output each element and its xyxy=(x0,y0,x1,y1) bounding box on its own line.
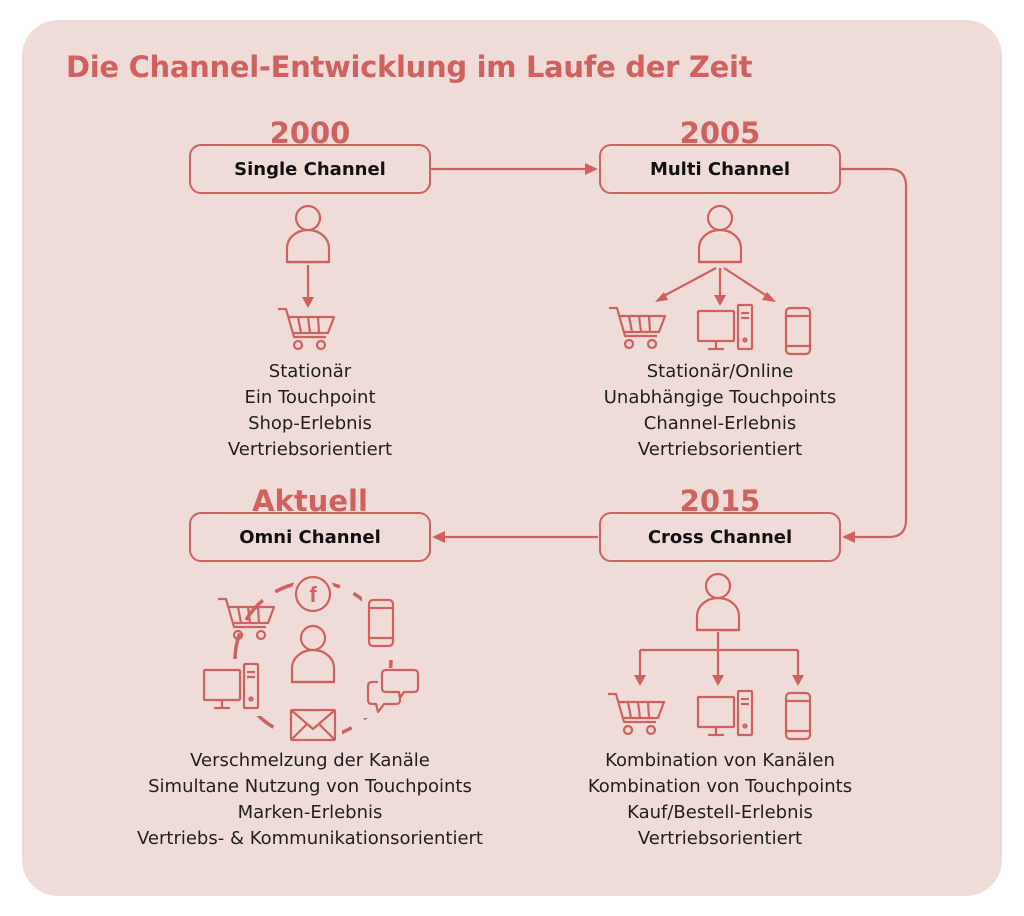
cross-description: Kombination von Kanälen Kombination von … xyxy=(540,748,900,852)
cross-line-2: Kombination von Touchpoints xyxy=(587,776,853,797)
single-cart-icon xyxy=(276,307,336,351)
multi-arrows xyxy=(655,267,776,306)
flow-arrows xyxy=(431,167,908,539)
multi-description: Stationär/Online Unabhängige Touchpoints… xyxy=(560,359,880,463)
multi-desktop-icon xyxy=(696,303,754,351)
diagram-panel xyxy=(22,20,1002,896)
multi-person-icon xyxy=(697,204,743,264)
single-line-4: Vertriebsorientiert xyxy=(227,439,393,460)
omni-mail-icon xyxy=(284,704,342,746)
omni-circle xyxy=(233,580,393,740)
cross-person-icon xyxy=(695,572,741,632)
single-line-2: Ein Touchpoint xyxy=(244,387,376,408)
omni-line-2: Simultane Nutzung von Touchpoints xyxy=(148,776,472,797)
multi-cart-icon xyxy=(607,306,667,350)
multi-phone-icon xyxy=(784,306,812,356)
cross-cart-icon xyxy=(606,692,666,736)
omni-phone-icon xyxy=(362,595,398,649)
omni-line-1: Verschmelzung der Kanäle xyxy=(190,750,430,771)
single-person-icon xyxy=(285,204,331,264)
single-line-1: Stationär xyxy=(268,361,352,382)
omni-person-icon xyxy=(290,624,336,684)
stage-box-single: Single Channel xyxy=(189,144,431,194)
omni-desktop-icon xyxy=(196,660,266,716)
cross-arrows xyxy=(638,632,800,678)
omni-description: Verschmelzung der Kanäle Simultane Nutzu… xyxy=(80,748,540,852)
stage-box-cross: Cross Channel xyxy=(599,512,841,562)
diagram-title: Die Channel-Entwicklung im Laufe der Zei… xyxy=(66,50,753,84)
multi-line-3: Channel-Erlebnis xyxy=(643,413,797,434)
stage-box-multi: Multi Channel xyxy=(599,144,841,194)
cross-line-1: Kombination von Kanälen xyxy=(605,750,835,771)
stage-box-omni: Omni Channel xyxy=(189,512,431,562)
omni-facebook-icon xyxy=(291,572,335,616)
single-line-3: Shop-Erlebnis xyxy=(248,413,372,434)
single-description: Stationär Ein Touchpoint Shop-Erlebnis V… xyxy=(160,359,460,463)
cross-line-4: Vertriebsorientiert xyxy=(637,828,803,849)
omni-chat-icon xyxy=(354,668,420,718)
cross-desktop-icon xyxy=(696,689,754,737)
omni-line-3: Marken-Erlebnis xyxy=(237,802,383,823)
multi-line-4: Vertriebsorientiert xyxy=(637,439,803,460)
flow-arrowheads xyxy=(432,163,855,543)
cross-phone-icon xyxy=(784,691,812,741)
cross-arrowheads xyxy=(634,675,804,686)
multi-line-2: Unabhängige Touchpoints xyxy=(603,387,837,408)
cross-line-3: Kauf/Bestell-Erlebnis xyxy=(627,802,813,823)
single-arrow xyxy=(302,265,314,308)
omni-line-4: Vertriebs- & Kommunikationsorientiert xyxy=(137,828,483,849)
multi-line-1: Stationär/Online xyxy=(646,361,794,382)
